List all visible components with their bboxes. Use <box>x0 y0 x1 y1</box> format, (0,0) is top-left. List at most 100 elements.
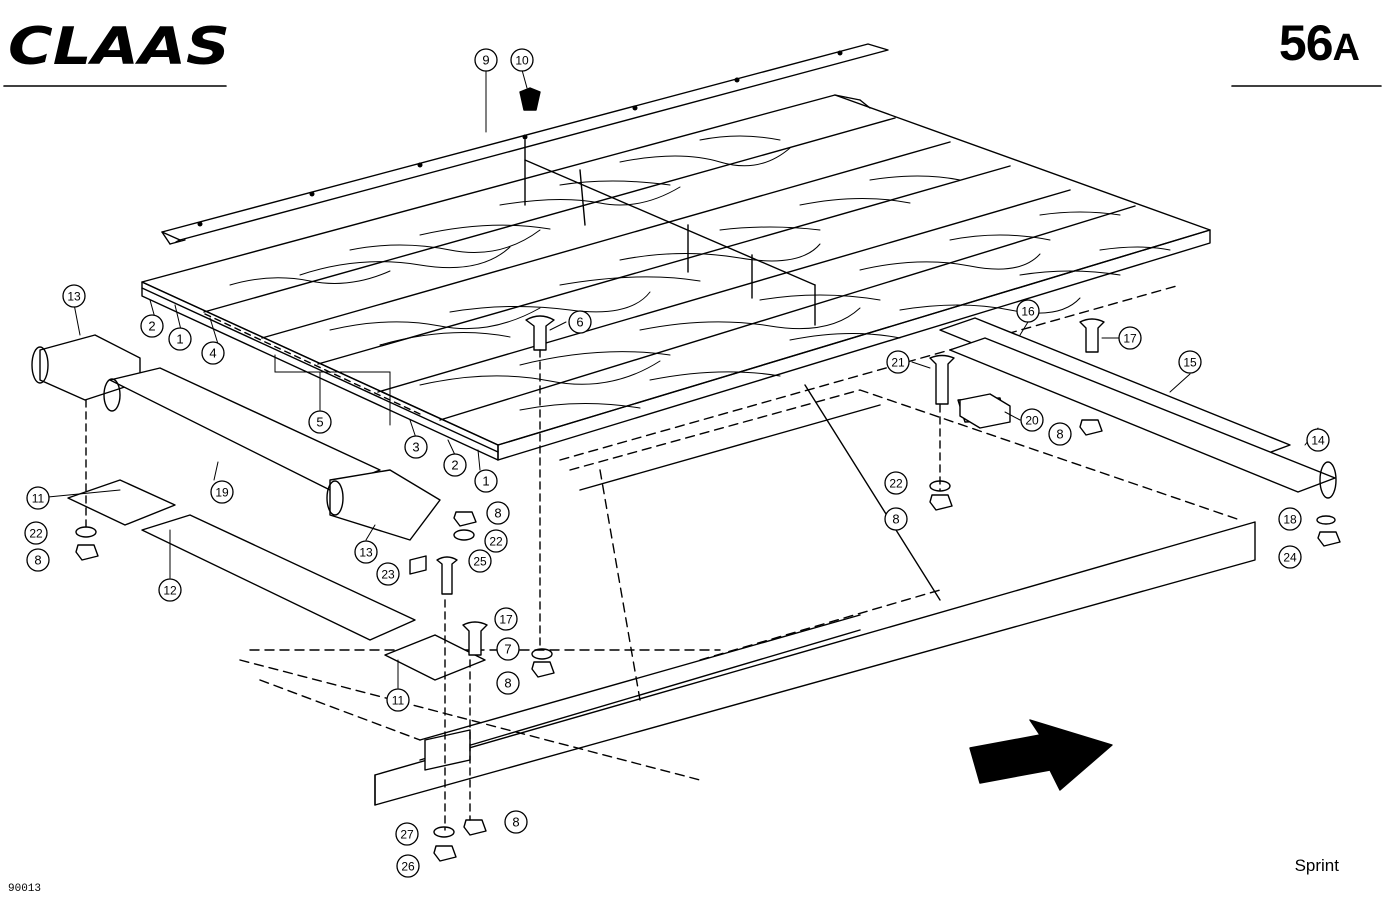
page-number-value: 56 <box>1278 15 1334 71</box>
callout-2: 2 <box>443 453 467 477</box>
callout-8: 8 <box>1048 422 1072 446</box>
callout-number: 18 <box>1283 513 1297 527</box>
callout-17: 17 <box>494 607 518 631</box>
callout-number: 1 <box>482 474 489 489</box>
callout-number: 24 <box>1283 551 1297 565</box>
callout-circle <box>26 548 50 572</box>
callout-number: 22 <box>489 535 503 549</box>
callout-number: 9 <box>482 53 489 68</box>
callout-circle <box>396 854 420 878</box>
callout-6: 6 <box>568 310 592 334</box>
callout-circle <box>1016 299 1040 323</box>
callout-number: 5 <box>316 415 323 430</box>
callout-7: 7 <box>496 637 520 661</box>
callout-10: 10 <box>510 48 534 72</box>
callout-2: 2 <box>140 314 164 338</box>
callout-8: 8 <box>884 507 908 531</box>
callout-16: 16 <box>1016 299 1040 323</box>
callout-11: 11 <box>26 486 50 510</box>
drawing-number: 90013 <box>8 883 42 895</box>
callout-21: 21 <box>886 350 910 374</box>
callout-circle <box>395 822 419 846</box>
callout-4: 4 <box>201 341 225 365</box>
brand-logo-text: CLAAS <box>8 20 230 72</box>
model-label: Sprint <box>1294 856 1339 875</box>
callout-22: 22 <box>24 521 48 545</box>
callout-9: 9 <box>474 48 498 72</box>
callout-circle <box>308 410 332 434</box>
callout-number: 22 <box>889 477 903 491</box>
callout-circle <box>140 314 164 338</box>
callout-5: 5 <box>308 410 332 434</box>
callout-number: 26 <box>401 860 415 874</box>
callout-number: 16 <box>1021 305 1035 319</box>
callout-number: 19 <box>215 486 229 500</box>
callout-circle <box>474 469 498 493</box>
callout-26: 26 <box>396 854 420 878</box>
callout-circle <box>1278 545 1302 569</box>
callout-number: 4 <box>209 346 216 361</box>
callout-circle <box>1278 507 1302 531</box>
callout-number: 8 <box>512 815 519 830</box>
callout-circle <box>354 540 378 564</box>
callout-circle <box>210 480 234 504</box>
callout-circle <box>1178 350 1202 374</box>
callout-circle <box>158 578 182 602</box>
callout-number: 3 <box>412 440 419 455</box>
callout-number: 13 <box>359 546 373 560</box>
callout-18: 18 <box>1278 507 1302 531</box>
callout-circle <box>1306 428 1330 452</box>
callout-circle <box>404 435 428 459</box>
callout-3: 3 <box>404 435 428 459</box>
callout-20: 20 <box>1020 408 1044 432</box>
callout-number: 13 <box>67 290 81 304</box>
callout-25: 25 <box>468 549 492 573</box>
callout-24: 24 <box>1278 545 1302 569</box>
callout-number: 7 <box>504 642 511 657</box>
floor-boards <box>141 94 1211 461</box>
callout-8: 8 <box>486 501 510 525</box>
callout-13: 13 <box>62 284 86 308</box>
callout-circle <box>443 453 467 477</box>
page-number-suffix: A <box>1332 27 1360 69</box>
callout-8: 8 <box>504 810 528 834</box>
callout-number: 20 <box>1025 414 1039 428</box>
callout-circle <box>168 327 192 351</box>
callout-number: 8 <box>504 676 511 691</box>
callout-circle <box>510 48 534 72</box>
callout-27: 27 <box>395 822 419 846</box>
chassis-frame <box>239 284 1256 806</box>
callout-circle <box>886 350 910 374</box>
callout-number: 1 <box>176 332 183 347</box>
callout-number: 10 <box>515 54 529 68</box>
callout-circle <box>1020 408 1044 432</box>
fasteners <box>75 315 1341 862</box>
callout-number: 2 <box>148 319 155 334</box>
callout-number: 27 <box>400 828 414 842</box>
callout-circle <box>568 310 592 334</box>
callout-number: 8 <box>892 512 899 527</box>
callout-15: 15 <box>1178 350 1202 374</box>
callout-circle <box>376 562 400 586</box>
callout-23: 23 <box>376 562 400 586</box>
callout-circle <box>468 549 492 573</box>
callout-circle <box>1118 326 1142 350</box>
callout-number: 15 <box>1183 356 1197 370</box>
callout-number: 17 <box>1123 332 1137 346</box>
screw-10 <box>519 87 541 111</box>
callout-number: 14 <box>1311 434 1325 448</box>
travel-direction-arrow <box>969 719 1113 791</box>
callout-11: 11 <box>386 688 410 712</box>
callout-circle <box>1048 422 1072 446</box>
callout-circle <box>62 284 86 308</box>
callout-22: 22 <box>884 471 908 495</box>
callout-circle <box>496 637 520 661</box>
callout-number: 11 <box>32 492 45 506</box>
callout-8: 8 <box>26 548 50 572</box>
callout-8: 8 <box>496 671 520 695</box>
callout-circle <box>504 810 528 834</box>
callout-12: 12 <box>158 578 182 602</box>
page-number: 56A <box>1278 14 1360 72</box>
